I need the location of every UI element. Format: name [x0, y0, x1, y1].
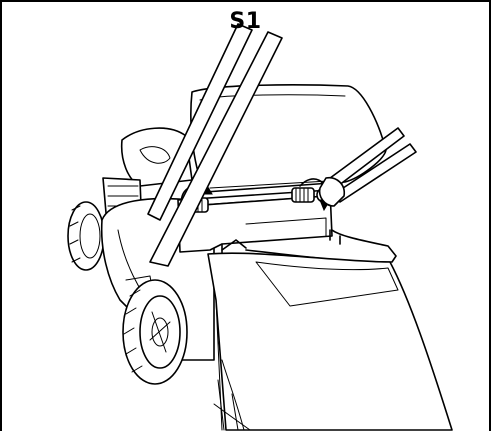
frame-right-border [489, 0, 491, 431]
grass-bag [207, 252, 453, 431]
frame-left-border [0, 0, 2, 431]
handle-bar-right [318, 127, 417, 207]
tool-shaft [147, 23, 253, 221]
front-wheel [67, 201, 105, 271]
rear-wheel [122, 279, 188, 385]
handle-bar-left [149, 31, 283, 267]
frame-top-border [0, 0, 491, 2]
